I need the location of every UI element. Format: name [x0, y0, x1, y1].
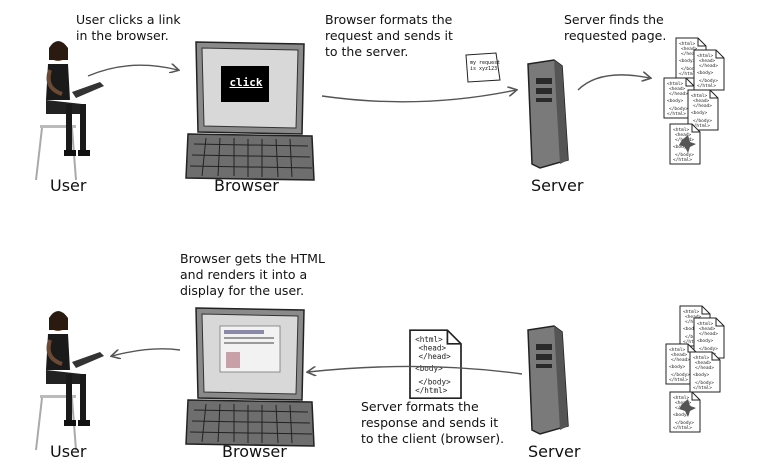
label-user-top: User — [50, 176, 87, 195]
arrow-browser-to-user — [112, 348, 181, 356]
request-paper-text: my request is xyz123. — [470, 60, 501, 72]
note-browser-formats-request: Browser formats the request and sends it… — [325, 12, 453, 59]
label-browser-bottom: Browser — [222, 442, 287, 461]
label-server-top: Server — [531, 176, 584, 195]
label-browser-top: Browser — [214, 176, 279, 195]
arrow-user-to-browser — [87, 65, 178, 77]
server-top — [527, 59, 569, 169]
note-server-finds-page: Server finds the requested page. — [564, 12, 667, 43]
arrow-server-to-browser — [308, 365, 523, 374]
server-bottom — [527, 325, 569, 435]
html-page-stack-bottom — [665, 305, 725, 433]
html-page-stack-top — [663, 37, 725, 165]
request-paper — [465, 52, 501, 83]
browser-computer-bottom — [185, 307, 315, 447]
note-browser-renders-html: Browser gets the HTML and renders it int… — [180, 251, 325, 298]
user-figure-top — [34, 39, 106, 182]
note-server-formats-response: Server formats the response and sends it… — [361, 399, 505, 446]
arrow-server-to-pages — [577, 75, 650, 91]
screen-click-link: click — [229, 76, 263, 89]
arrow-browser-to-server — [321, 90, 516, 103]
browser-computer-top — [185, 41, 315, 181]
label-user-bottom: User — [50, 442, 87, 461]
user-figure-bottom — [34, 309, 106, 452]
response-html-page — [409, 329, 462, 400]
label-server-bottom: Server — [528, 442, 581, 461]
note-user-clicks-link: User clicks a link in the browser. — [76, 12, 181, 43]
